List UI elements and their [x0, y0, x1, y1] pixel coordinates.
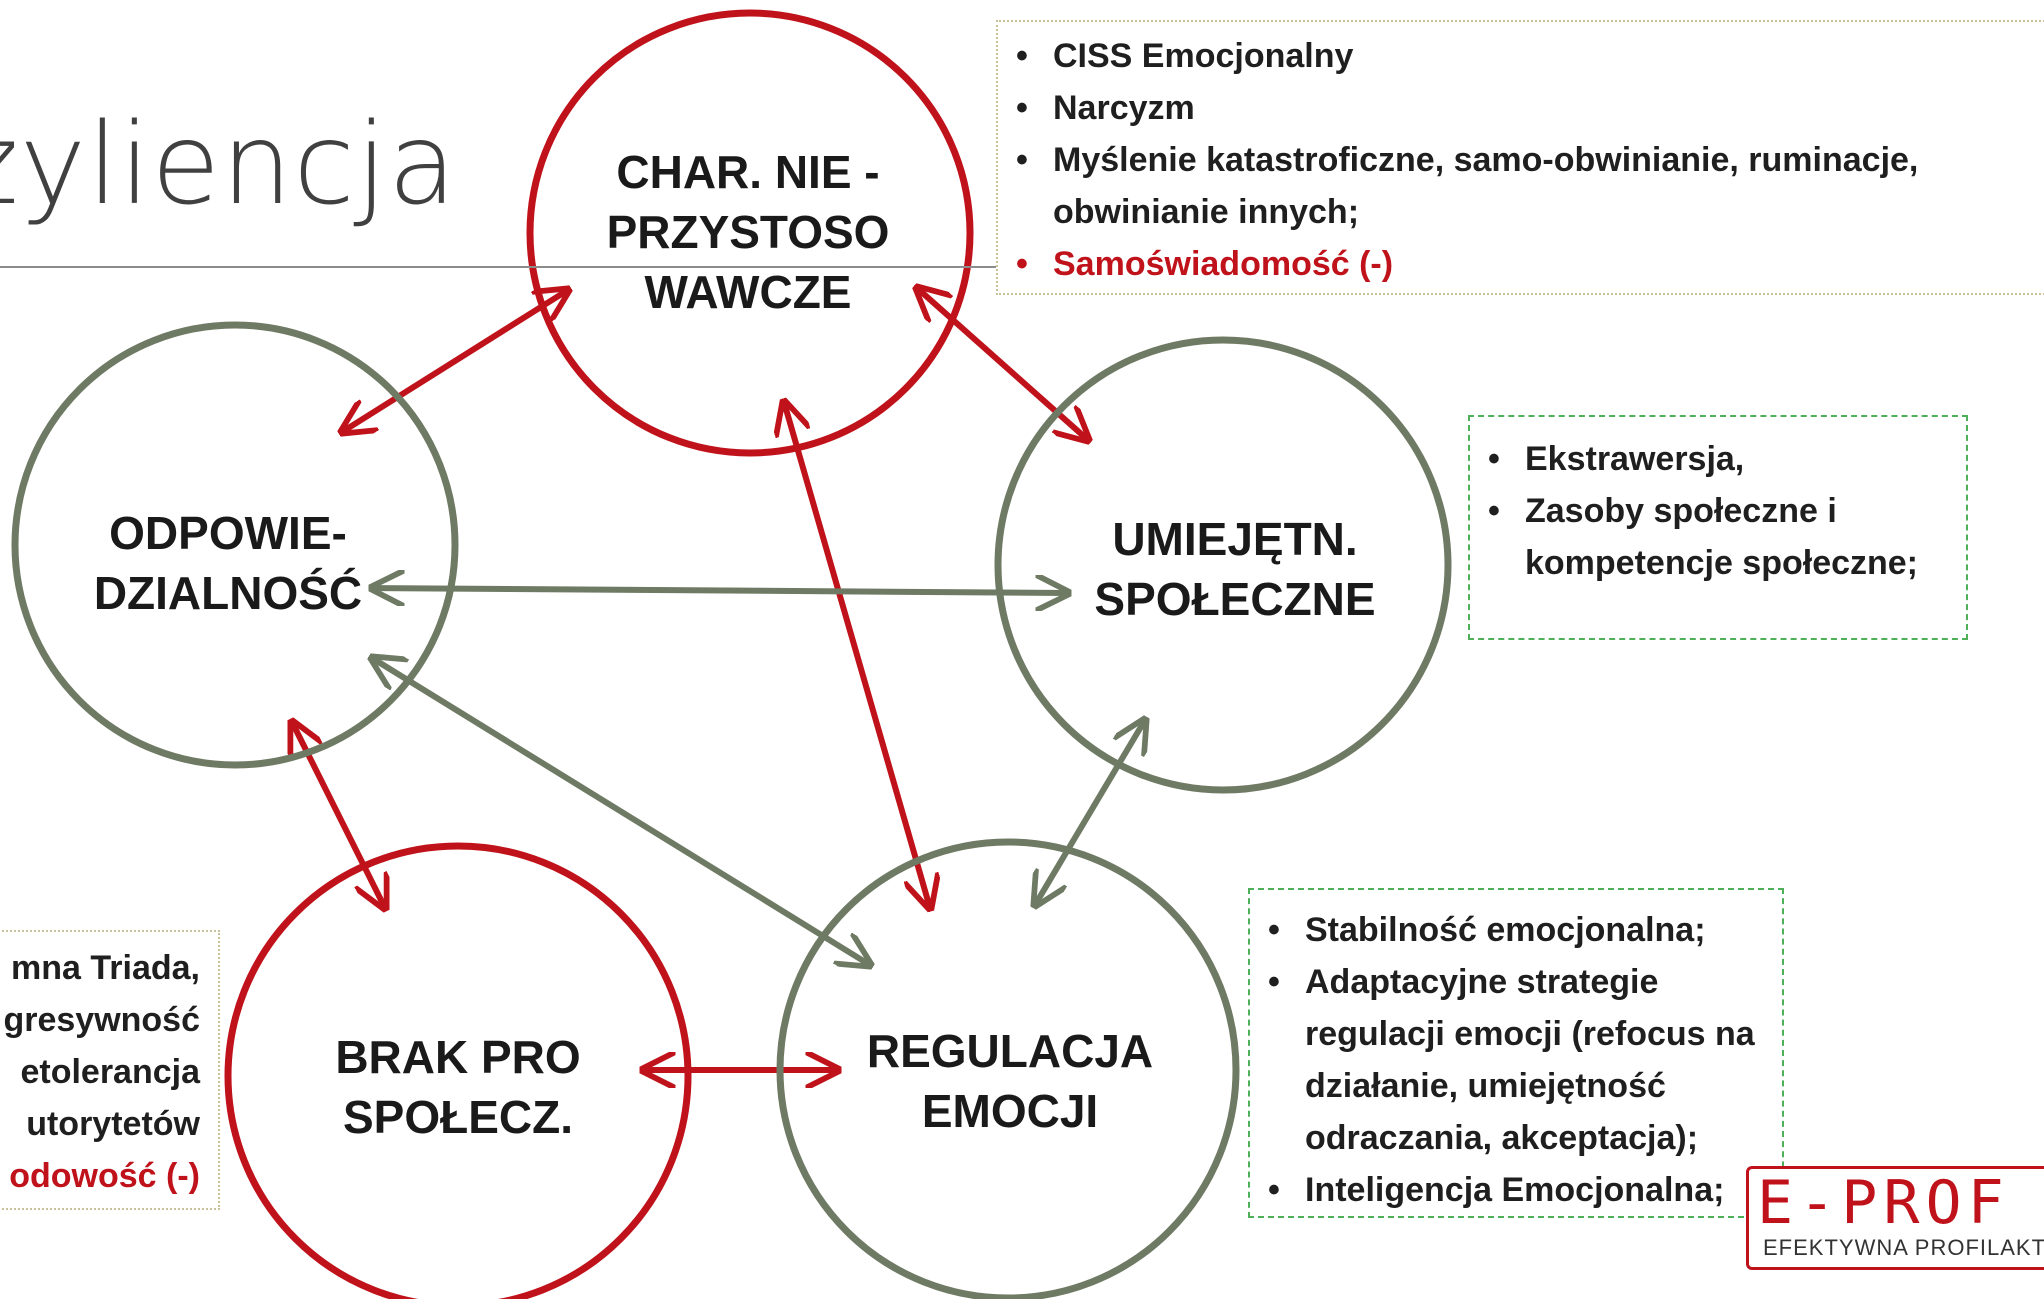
social-box-mid-right: Ekstrawersja,Zasoby społeczne i kompeten…: [1468, 415, 1968, 640]
node-circle-regul: [776, 838, 1240, 1299]
left-item: mna Triada,: [11, 949, 200, 987]
emotion-list: Stabilność emocjonalna;Adaptacyjne strat…: [1250, 904, 1782, 1216]
prosocial-box-left: mna Triada, gresywność etolerancja utorytet…: [0, 930, 220, 1210]
e-prof-logo: E-PROF EFEKTYWNA PROFILAKTYKA: [1746, 1166, 2044, 1270]
edge-umiej-regul: [1035, 720, 1145, 905]
edge-char-regul: [784, 402, 930, 908]
left-item: odowość (-): [9, 1157, 200, 1195]
mid-right-item: Zasoby społeczne i kompetencje społeczne…: [1470, 485, 1966, 589]
prosocial-list: mna Triada, gresywność etolerancja utorytet…: [0, 942, 200, 1202]
social-list: Ekstrawersja,Zasoby społeczne i kompeten…: [1470, 433, 1966, 589]
emotion-box-bottom-right: Stabilność emocjonalna;Adaptacyjne strat…: [1248, 888, 1784, 1218]
node-circle-odpow: [11, 321, 459, 769]
left-item: utorytetów: [26, 1105, 200, 1143]
node-label-umiejetnosci-spoleczne: UMIEJĘTN.SPOŁECZNE: [1094, 513, 1376, 625]
edge-odpow-umiej: [372, 588, 1068, 593]
logo-mark: E-PROF: [1757, 1168, 2010, 1238]
mid-right-item: Ekstrawersja,: [1470, 433, 1966, 485]
top-right-item: Samoświadomość (-): [998, 238, 2044, 290]
top-right-item: CISS Emocjonalny: [998, 30, 2044, 82]
node-circle-char: [526, 9, 974, 457]
edge-odpow-regul: [372, 658, 870, 965]
node-circle-brak: [224, 842, 692, 1299]
edge-char-odpow: [342, 290, 568, 432]
top-right-item: Narcyzm: [998, 82, 2044, 134]
left-item: gresywność: [3, 1001, 200, 1039]
page-title: zyliencja: [0, 100, 458, 230]
bottom-right-item: Adaptacyjne strategie regulacji emocji (…: [1250, 956, 1782, 1164]
title-underline: [0, 266, 1000, 268]
logo-tagline: EFEKTYWNA PROFILAKTYKA: [1763, 1235, 2044, 1260]
traits-box-top-right: CISS EmocjonalnyNarcyzmMyślenie katastro…: [996, 20, 2044, 295]
bottom-right-item: Stabilność emocjonalna;: [1250, 904, 1782, 956]
left-item: etolerancja: [20, 1053, 200, 1091]
node-circle-umiej: [994, 336, 1452, 794]
node-label-odpowiedzialnosc: ODPOWIE-DZIALNOŚĆ: [93, 507, 363, 619]
bottom-right-item: Inteligencja Emocjonalna;: [1250, 1164, 1782, 1216]
top-right-item: Myślenie katastroficzne, samo-obwinianie…: [998, 134, 2044, 238]
traits-list: CISS EmocjonalnyNarcyzmMyślenie katastro…: [998, 30, 2044, 290]
